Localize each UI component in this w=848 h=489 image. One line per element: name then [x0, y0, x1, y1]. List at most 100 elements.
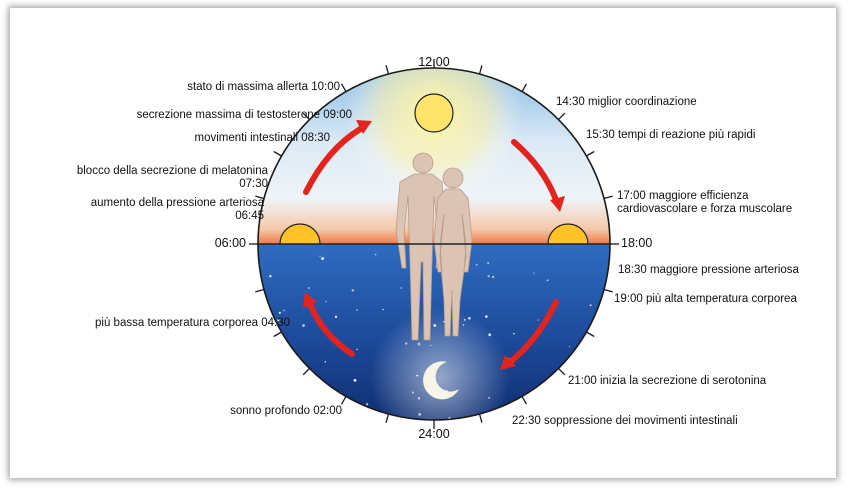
clock-tick [603, 195, 613, 200]
star-icon [303, 383, 307, 387]
clock-tick [478, 413, 483, 423]
star-icon [416, 374, 419, 377]
event-left-7: sonno profondo 02:00 [230, 405, 342, 417]
clock-tick [557, 367, 566, 376]
sunset-icon [547, 223, 589, 244]
star-icon [475, 263, 478, 266]
star-icon [278, 311, 281, 314]
star-icon [533, 272, 535, 274]
label-06-00: 06:00 [214, 236, 246, 250]
event-right-4: 18:30 maggiore pressione arteriosa [618, 264, 799, 276]
arrow-heads [303, 120, 565, 370]
star-icon [287, 399, 290, 401]
star-icon [418, 413, 422, 416]
event-left-2: secrezione massima di testosterone 09:00 [136, 109, 352, 121]
clock-tick [340, 83, 347, 92]
clock-tick [255, 195, 265, 200]
human-figures [395, 152, 473, 341]
moon-icon [423, 361, 459, 400]
event-right-1: 14:30 miglior coordinazione [556, 96, 697, 108]
star-icon [568, 345, 571, 348]
label-24-00: 24:00 [418, 427, 450, 441]
clock-tick [385, 65, 390, 75]
clock-tick [603, 288, 613, 293]
star-icon [485, 315, 488, 318]
star-icon [591, 352, 594, 355]
clock-tick [385, 413, 390, 423]
clock-tick [340, 396, 347, 405]
clock-tick [255, 288, 265, 293]
star-icon [400, 286, 403, 289]
event-right-5: 19:00 più alta temperatura corporea [614, 293, 797, 305]
event-left-6: più bassa temperatura corporea 04:30 [95, 317, 290, 329]
star-icon [417, 342, 421, 346]
arrow-morning [303, 125, 365, 195]
label-18-00: 18:00 [621, 236, 653, 250]
star-icon [433, 324, 437, 327]
star-icon [589, 304, 592, 307]
star-icon [302, 324, 306, 327]
arrow-night [307, 301, 355, 357]
star-icon [356, 309, 358, 311]
star-icon [546, 279, 549, 282]
star-icon [591, 336, 593, 339]
star-icon [579, 394, 583, 398]
clock-tick [521, 396, 528, 405]
star-icon [365, 403, 369, 406]
sunrise-icon [279, 223, 321, 244]
clock-tick [302, 112, 311, 121]
star-icon [324, 360, 327, 363]
arrow-afternoon [511, 139, 559, 203]
star-icon [382, 308, 384, 311]
event-left-5: aumento della pressione arteriosa 06:45 [90, 197, 264, 222]
star-icon [487, 261, 490, 265]
star-icon [356, 348, 358, 351]
arrow-evening [507, 299, 559, 365]
stars [269, 253, 594, 420]
clock-tick [478, 65, 483, 75]
star-icon [277, 318, 280, 322]
star-icon [513, 332, 515, 335]
event-left-3: movimenti intestinali 08:30 [194, 132, 330, 144]
clock-tick [557, 112, 566, 121]
star-icon [492, 275, 495, 278]
female-figure-icon [433, 167, 473, 337]
star-icon [417, 397, 421, 400]
star-icon [269, 275, 272, 278]
star-icon [405, 342, 408, 345]
star-icon [334, 315, 338, 319]
male-figure-icon [395, 152, 447, 341]
star-icon [429, 344, 432, 347]
star-icon [351, 288, 355, 292]
clock-ticks [249, 59, 619, 429]
star-icon [566, 410, 569, 413]
cycle-arrows [303, 125, 559, 365]
star-icon [307, 287, 310, 290]
star-icon [487, 274, 490, 278]
clock-tick [273, 150, 282, 157]
sun-icon [414, 93, 454, 133]
star-icon [442, 320, 445, 323]
clock-tick [586, 150, 595, 157]
star-icon [353, 411, 355, 414]
clock-tick [273, 331, 282, 338]
event-right-3: 17:00 maggiore efficienza cardiovascolar… [617, 190, 793, 215]
clock-tick [521, 83, 528, 92]
star-icon [375, 254, 377, 256]
label-12-00: 12.00 [418, 55, 450, 69]
clock-tick [586, 331, 595, 338]
clock-tick [302, 367, 311, 376]
star-icon [306, 371, 310, 375]
star-icon [462, 324, 465, 326]
star-icon [411, 391, 414, 394]
event-right-6: 21:00 inizia la secrezione di serotonina [568, 375, 767, 387]
star-icon [468, 317, 471, 320]
event-right-7: 22:30 soppressione dei movimenti intesti… [512, 415, 738, 427]
star-icon [325, 301, 327, 303]
event-left-1: stato di massima allerta 10:00 [187, 81, 340, 93]
event-left-4: blocco della secrezione di melatonina 07… [76, 165, 268, 190]
star-icon [353, 378, 357, 382]
star-icon [577, 353, 580, 357]
star-icon [537, 319, 539, 321]
